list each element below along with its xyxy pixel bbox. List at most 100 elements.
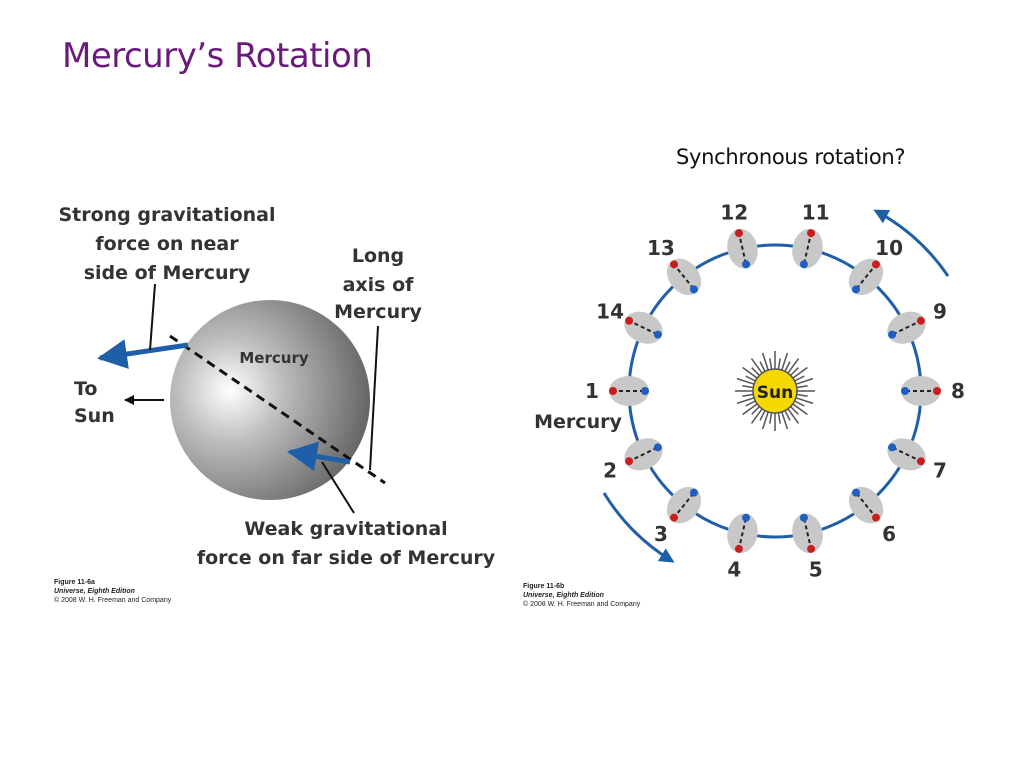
position-label: 9 xyxy=(933,300,947,324)
orbit-direction-arrow-bottom xyxy=(602,492,675,563)
red-marker-dot xyxy=(871,260,880,269)
to-sun-label-line-1: To xyxy=(74,378,98,400)
blue-marker-dot xyxy=(888,443,897,452)
planet-axis-line xyxy=(629,320,658,336)
planet-axis-line xyxy=(855,492,877,518)
blue-marker-dot xyxy=(653,443,662,452)
orbit-position-10: 10 xyxy=(848,236,903,296)
red-marker-dot xyxy=(916,457,925,466)
planet-axis-line xyxy=(892,320,921,336)
orbit-position-6: 6 xyxy=(848,486,896,546)
position-label: 3 xyxy=(654,522,668,546)
red-marker-dot xyxy=(916,316,925,325)
red-marker-dot xyxy=(871,513,880,522)
position-label: 6 xyxy=(882,522,896,546)
orbit-position-5: 5 xyxy=(792,513,823,581)
blue-marker-dot xyxy=(799,513,808,522)
position-label: 1 xyxy=(585,379,599,403)
weak-label-line-2: force on far side of Mercury xyxy=(197,547,496,569)
mercury-sphere-label: Mercury xyxy=(239,349,308,367)
orbit-position-12: 12 xyxy=(720,201,758,269)
red-marker-dot xyxy=(609,387,617,395)
strong-force-arrow xyxy=(97,339,189,369)
position-label: 10 xyxy=(875,236,903,260)
red-marker-dot xyxy=(625,316,634,325)
position-label: 12 xyxy=(720,201,748,225)
sun: Sun xyxy=(735,351,815,431)
weak-label-line-1: Weak gravitational xyxy=(244,518,447,540)
blue-marker-dot xyxy=(742,513,751,522)
position-label: 11 xyxy=(802,201,830,225)
long-axis-label-line-2: axis of xyxy=(343,274,415,296)
blue-marker-dot xyxy=(689,285,698,294)
sun-label: Sun xyxy=(757,383,793,403)
slide-title: Mercury’s Rotation xyxy=(62,36,373,76)
long-axis-line xyxy=(169,334,386,485)
strong-label-leader xyxy=(149,283,156,351)
mercury-orbit-label: Mercury xyxy=(534,411,622,433)
figure-b-caption-1: Figure 11-6b xyxy=(523,583,564,590)
strong-label-line-2: force on near xyxy=(95,233,239,255)
sun-rays xyxy=(735,351,815,431)
planet-axis-line xyxy=(855,264,877,290)
red-marker-dot xyxy=(670,260,679,269)
position-label: 14 xyxy=(596,300,624,324)
figure-b-caption-2: Universe, Eighth Edition xyxy=(523,592,604,599)
blue-marker-dot xyxy=(689,488,698,497)
planet-axis-line xyxy=(629,446,658,462)
slide-subtitle: Synchronous rotation? xyxy=(676,145,906,169)
position-label: 5 xyxy=(809,557,823,581)
red-marker-dot xyxy=(933,387,941,395)
long-axis-label-line-3: Mercury xyxy=(334,301,422,323)
blue-marker-dot xyxy=(799,260,808,269)
red-marker-dot xyxy=(807,229,816,238)
orbit-position-3: 3 xyxy=(654,486,702,546)
figure-b-caption-3: © 2008 W. H. Freeman and Company xyxy=(523,600,641,608)
blue-marker-dot xyxy=(653,330,662,339)
figure-a: Strong gravitational force on near side … xyxy=(54,204,496,604)
weak-label-leader xyxy=(321,461,355,514)
red-marker-dot xyxy=(734,229,743,238)
blue-marker-dot xyxy=(641,387,649,395)
figure-a-caption-2: Universe, Eighth Edition xyxy=(54,588,135,595)
orbit-position-4: 4 xyxy=(727,513,758,581)
planet-axis-line xyxy=(673,264,695,290)
figure-a-caption-1: Figure 11-6a xyxy=(54,579,95,586)
blue-marker-dot xyxy=(888,330,897,339)
blue-marker-dot xyxy=(852,285,861,294)
orbit-position-1: 1 xyxy=(585,376,649,406)
weak-force-arrow xyxy=(287,441,351,472)
red-marker-dot xyxy=(670,513,679,522)
red-marker-dot xyxy=(734,544,743,553)
long-axis-label-line-1: Long xyxy=(352,245,404,267)
blue-marker-dot xyxy=(901,387,909,395)
to-sun-label-line-2: Sun xyxy=(74,405,115,427)
red-marker-dot xyxy=(807,544,816,553)
long-axis-leader xyxy=(369,325,379,471)
orbit-position-7: 7 xyxy=(887,438,947,482)
orbit-direction-arrow-top xyxy=(873,209,950,277)
orbit-position-2: 2 xyxy=(603,438,663,482)
planet-axis-line xyxy=(892,446,921,462)
mercury-sphere xyxy=(170,300,370,500)
orbit-position-9: 9 xyxy=(887,300,947,344)
position-label: 7 xyxy=(933,458,947,482)
position-label: 2 xyxy=(603,458,617,482)
planet-axis-line xyxy=(673,492,695,518)
blue-marker-dot xyxy=(852,488,861,497)
orbit-position-11: 11 xyxy=(792,201,830,269)
strong-label-line-1: Strong gravitational xyxy=(58,204,275,226)
position-label: 4 xyxy=(727,557,741,581)
orbit-position-13: 13 xyxy=(647,236,702,296)
sun-disk xyxy=(752,368,798,414)
blue-marker-dot xyxy=(742,260,751,269)
strong-label-line-3: side of Mercury xyxy=(84,262,251,284)
red-marker-dot xyxy=(625,457,634,466)
figure-a-caption-3: © 2008 W. H. Freeman and Company xyxy=(54,596,172,604)
position-label: 8 xyxy=(951,379,965,403)
position-label: 13 xyxy=(647,236,675,260)
orbit-position-14: 14 xyxy=(596,300,663,344)
